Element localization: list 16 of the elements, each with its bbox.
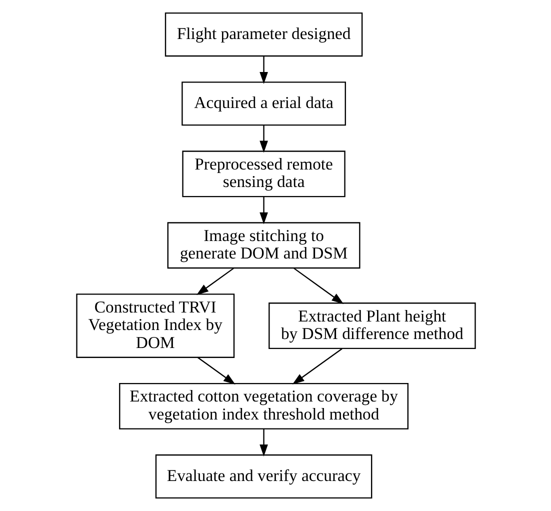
node-box: Preprocessed remote sensing data: [182, 150, 345, 198]
arrow: [293, 268, 344, 304]
node-box: Evaluate and verify accuracy: [154, 454, 372, 499]
arrow: [259, 56, 268, 84]
arrow: [196, 356, 235, 385]
node-box: Constructed TRVI Vegetation Index by DOM: [76, 294, 234, 358]
arrow: [259, 196, 268, 224]
node-box: Extracted cotton vegetation coverage by vegetation index threshold method: [118, 382, 408, 430]
node-box: Acquired a erial data: [181, 82, 346, 126]
arrow: [292, 348, 342, 384]
arrow: [196, 268, 234, 295]
arrow: [259, 428, 268, 456]
node-box: Flight parameter designed: [164, 12, 362, 57]
node-box: Image stitching to generate DOM and DSM: [166, 222, 360, 269]
node-box: Extracted Plant height by DSM difference method: [268, 302, 476, 350]
arrow: [259, 125, 268, 153]
